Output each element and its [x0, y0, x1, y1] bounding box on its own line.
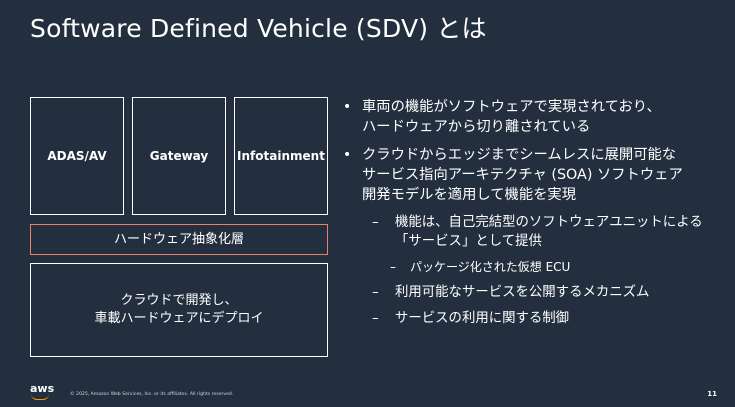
slide-title: Software Defined Vehicle (SDV) とは: [30, 14, 487, 43]
sub-bullet-item: – サービスの利用に関する制御: [342, 309, 732, 328]
dash-icon: –: [372, 215, 379, 230]
sub-sub-bullet-item: – パッケージ化された仮想 ECU: [342, 258, 732, 276]
adas-av-label: ADAS/AV: [47, 148, 107, 163]
adas-av-box: ADAS/AV: [30, 97, 124, 215]
bullet-dot-icon: •: [343, 147, 352, 163]
hardware-abstraction-layer-label: ハードウェア抽象化層: [113, 231, 244, 247]
sub-bullet-text: サービスの利用に関する制御: [395, 311, 570, 326]
sub-bullet-text: 機能は、自己完結型のソフトウェアユニットによる: [395, 215, 703, 230]
aws-logo: aws: [30, 382, 55, 395]
sub-bullet-text: 利用可能なサービスを公開するメカニズム: [395, 285, 650, 300]
bullet-text: 車両の機能がソフトウェアで実現されており、: [362, 99, 661, 115]
bullet-text: サービス指向アーキテクチャ (SOA) ソフトウェア: [362, 167, 683, 183]
bullet-text: クラウドからエッジまでシームレスに展開可能な: [362, 147, 677, 163]
cloud-deploy-line-1: クラウドで開発し、: [120, 293, 238, 309]
bullet-text: ハードウェアから切り離されている: [362, 119, 591, 135]
sub-sub-bullet-text: パッケージ化された仮想 ECU: [410, 260, 571, 274]
cloud-deploy-box: クラウドで開発し、 車載ハードウェアにデプロイ: [30, 263, 328, 357]
sub-bullet-item: – 機能は、自己完結型のソフトウェアユニットによる 「サービス」として提供: [342, 213, 732, 251]
sub-bullet-text: 「サービス」として提供: [395, 234, 542, 249]
gateway-label: Gateway: [149, 148, 209, 163]
hardware-abstraction-layer-box: ハードウェア抽象化層: [30, 224, 328, 255]
infotainment-box: Infotainment: [234, 97, 328, 215]
dash-icon: –: [372, 285, 379, 300]
page-number: 11: [707, 390, 717, 398]
bullet-text: 開発モデルを適用して機能を実現: [362, 187, 577, 203]
sub-bullet-item: – 利用可能なサービスを公開するメカニズム: [342, 283, 732, 302]
copyright-text: © 2025, Amazon Web Services, Inc. or its…: [70, 392, 234, 397]
bullet-dot-icon: •: [343, 99, 352, 115]
gateway-box: Gateway: [132, 97, 226, 215]
bullet-item: • 車両の機能がソフトウェアで実現されており、 ハードウェアから切り離されている: [342, 97, 732, 137]
bullet-item: • クラウドからエッジまでシームレスに展開可能な サービス指向アーキテクチャ (…: [342, 145, 732, 205]
infotainment-label: Infotainment: [237, 148, 325, 163]
dash-icon: –: [372, 311, 379, 326]
bullet-list: • 車両の機能がソフトウェアで実現されており、 ハードウェアから切り離されている…: [342, 97, 732, 335]
aws-smile-icon: [31, 394, 49, 400]
dash-icon: –: [390, 260, 396, 274]
cloud-deploy-line-2: 車載ハードウェアにデプロイ: [94, 311, 264, 326]
